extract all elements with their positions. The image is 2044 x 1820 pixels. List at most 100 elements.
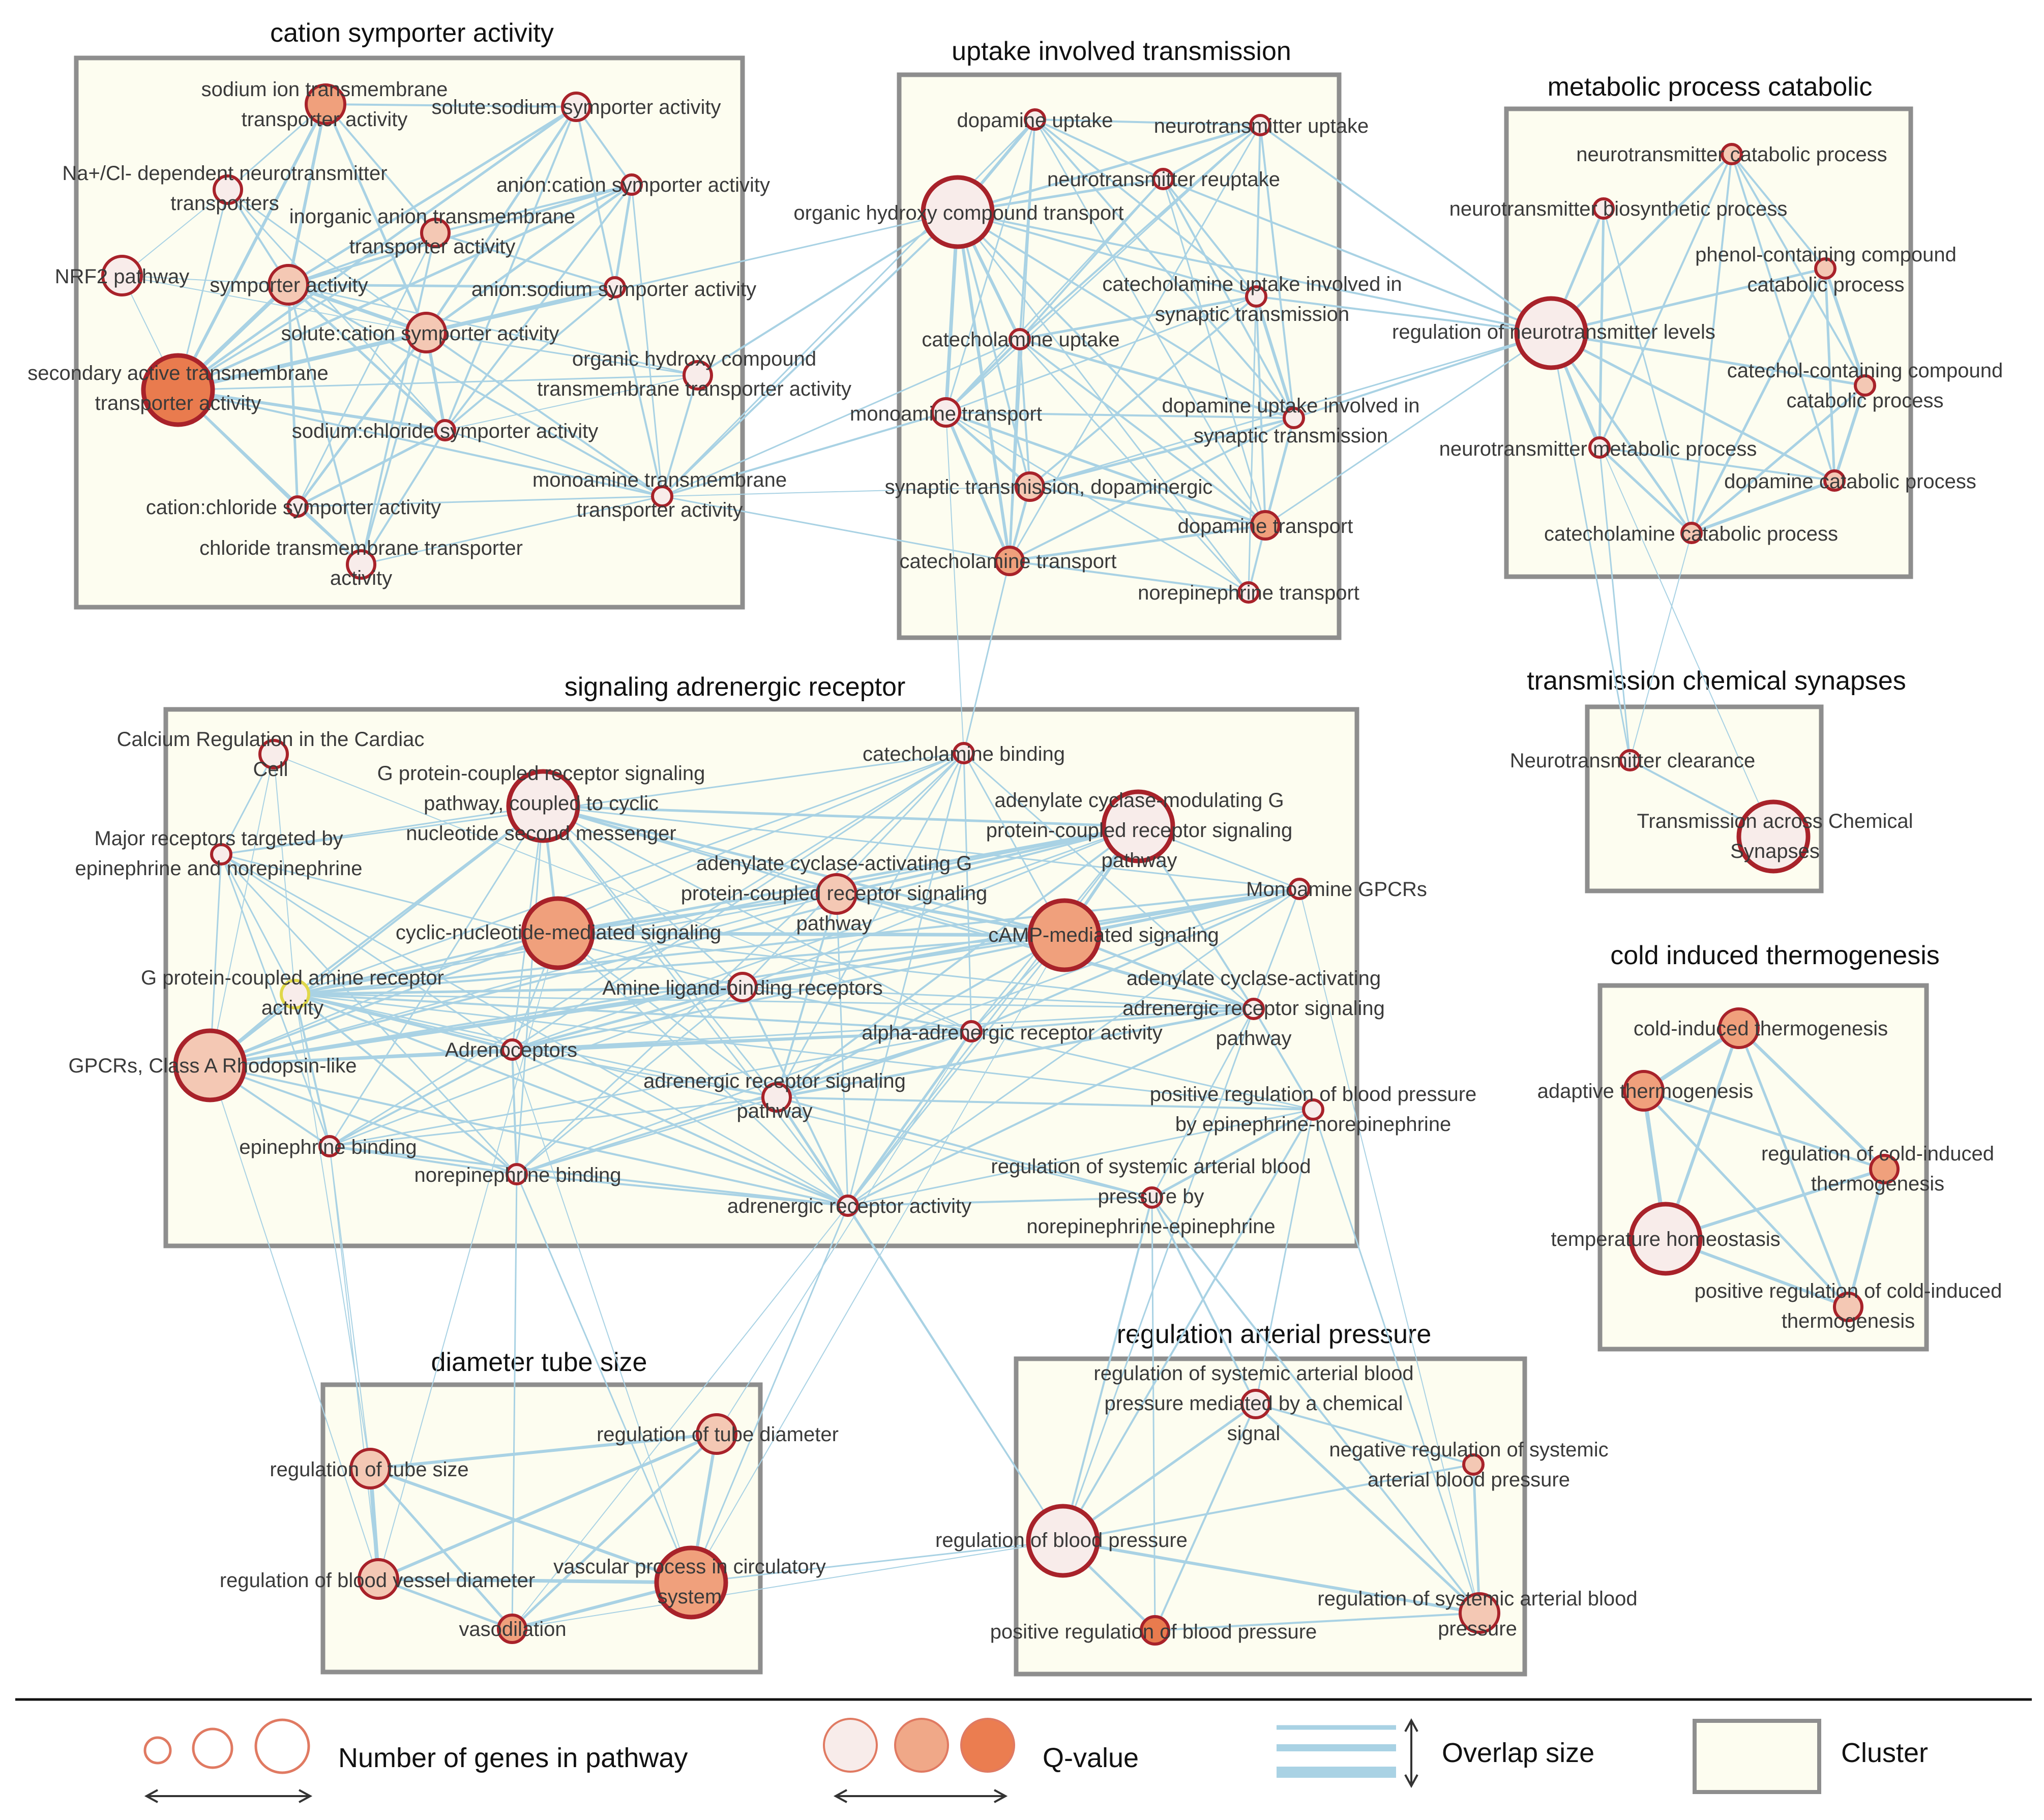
node-n55[interactable] <box>1141 1186 1163 1209</box>
node-n31[interactable] <box>1514 296 1588 370</box>
node-n28[interactable] <box>1721 143 1743 165</box>
node-n61[interactable] <box>1869 1154 1900 1184</box>
node-n2[interactable] <box>561 92 591 122</box>
node-n53[interactable] <box>318 1135 341 1157</box>
node-n5[interactable] <box>420 218 451 248</box>
node-n45[interactable] <box>280 979 310 1009</box>
node-n29[interactable] <box>1592 197 1615 220</box>
node-n57[interactable] <box>1619 749 1641 771</box>
node-n3[interactable] <box>213 174 243 205</box>
edge-n16-n25 <box>1034 118 1266 526</box>
edge-n18-n20 <box>1162 178 1257 297</box>
node-n27[interactable] <box>1237 581 1260 604</box>
node-n66[interactable] <box>654 1545 728 1620</box>
node-n39[interactable] <box>1101 789 1175 863</box>
node-n30[interactable] <box>1814 257 1836 280</box>
node-n24[interactable] <box>1015 471 1045 502</box>
node-n7[interactable] <box>268 264 309 306</box>
node-n35[interactable] <box>1680 522 1703 544</box>
edge-n36-n45 <box>273 754 295 995</box>
node-n19[interactable] <box>921 175 995 249</box>
node-n22[interactable] <box>931 397 961 428</box>
edge-n38-n40 <box>220 752 965 855</box>
node-n1[interactable] <box>305 83 346 125</box>
node-n46[interactable] <box>727 972 758 1002</box>
node-n59[interactable] <box>1718 1007 1760 1049</box>
edge-n45-n40 <box>220 853 296 995</box>
node-n12[interactable] <box>434 419 456 441</box>
node-n37[interactable] <box>506 769 580 843</box>
node-n20[interactable] <box>1245 285 1267 308</box>
node-n10[interactable] <box>683 360 713 391</box>
node-n54[interactable] <box>506 1163 528 1185</box>
edge-n3-n9 <box>227 189 427 334</box>
node-n52[interactable] <box>1302 1098 1324 1121</box>
node-label-n38: catecholamine binding <box>863 743 1065 765</box>
node-n49[interactable] <box>501 1038 523 1061</box>
node-n48[interactable] <box>173 1028 247 1102</box>
node-n68[interactable] <box>497 1614 527 1644</box>
edge-n22-n26 <box>944 411 1011 562</box>
node-n44[interactable] <box>1027 898 1102 972</box>
node-n56[interactable] <box>837 1195 859 1217</box>
node-n18[interactable] <box>1152 168 1174 190</box>
edge-n50-n64 <box>716 1031 972 1435</box>
node-n13[interactable] <box>651 485 673 508</box>
node-label-line: sodium ion transmembrane <box>201 78 448 101</box>
node-n32[interactable] <box>1854 374 1876 397</box>
node-n65[interactable] <box>349 1448 391 1489</box>
node-n43[interactable] <box>521 896 595 970</box>
node-n25[interactable] <box>1250 510 1281 541</box>
node-n4[interactable] <box>620 173 643 196</box>
node-label-line: transporter activity <box>577 499 743 521</box>
node-n11[interactable] <box>141 353 215 427</box>
node-label-line: G protein-coupled receptor signaling <box>377 762 705 785</box>
node-n21[interactable] <box>1009 328 1031 350</box>
node-n8[interactable] <box>604 276 626 299</box>
node-n26[interactable] <box>994 546 1025 576</box>
node-n60[interactable] <box>1623 1070 1665 1112</box>
node-n51[interactable] <box>761 1082 792 1113</box>
node-n23[interactable] <box>1283 407 1305 429</box>
node-n36[interactable] <box>258 739 289 769</box>
node-n47[interactable] <box>1242 998 1265 1020</box>
edge-n21-n25 <box>1019 338 1266 526</box>
node-n34[interactable] <box>1823 469 1846 492</box>
node-n17[interactable] <box>1249 114 1271 136</box>
node-n73[interactable] <box>1140 1615 1170 1646</box>
node-n33[interactable] <box>1588 436 1611 459</box>
node-n62[interactable] <box>1628 1202 1703 1276</box>
node-n71[interactable] <box>1026 1504 1100 1578</box>
node-n14[interactable] <box>286 495 309 518</box>
node-n15[interactable] <box>346 549 376 580</box>
node-n63[interactable] <box>1833 1292 1863 1322</box>
edge-n59-n61 <box>1737 1027 1886 1171</box>
node-n50[interactable] <box>960 1020 983 1042</box>
edge-n31-n32 <box>1550 332 1867 387</box>
node-n41[interactable] <box>816 873 857 915</box>
node-n64[interactable] <box>696 1413 737 1455</box>
edge-n7-n8 <box>287 283 616 289</box>
node-n58[interactable] <box>1736 799 1811 874</box>
node-label-line: catecholamine binding <box>863 743 1065 765</box>
node-n38[interactable] <box>953 742 975 764</box>
edge-n12-n15 <box>360 429 446 565</box>
node-label-line: pressure <box>1438 1618 1517 1640</box>
edge-n1-n11 <box>176 103 327 392</box>
edge-n2-n4 <box>575 106 633 186</box>
edge-n2-n7 <box>287 105 578 286</box>
node-n72[interactable] <box>1459 1592 1500 1634</box>
node-n40[interactable] <box>210 843 232 866</box>
node-n6[interactable] <box>101 255 143 296</box>
node-n70[interactable] <box>1462 1453 1485 1476</box>
edge-n38-n49 <box>511 752 965 1051</box>
node-n69[interactable] <box>1240 1389 1271 1419</box>
edge-n55-n69 <box>1151 1197 1257 1405</box>
node-n67[interactable] <box>358 1558 399 1600</box>
node-n16[interactable] <box>1024 108 1046 131</box>
node-n42[interactable] <box>1288 878 1311 900</box>
node-n9[interactable] <box>405 312 447 353</box>
edge-n21-n23 <box>1018 338 1295 420</box>
